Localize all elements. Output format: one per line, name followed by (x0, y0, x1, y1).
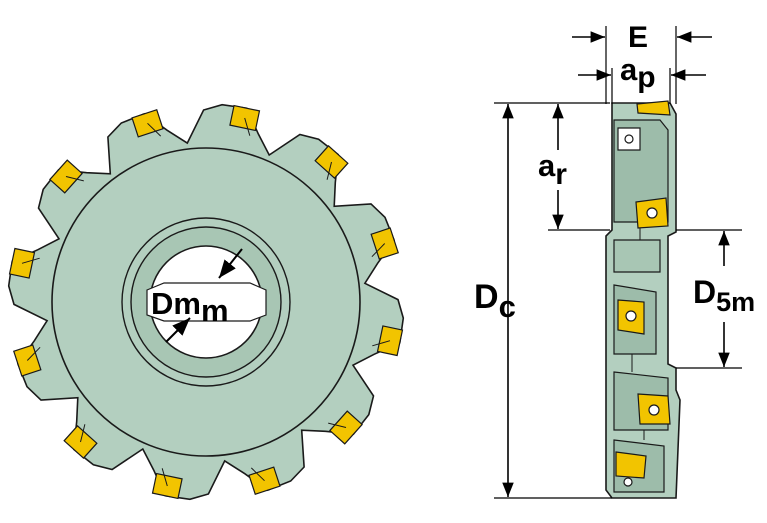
front-insert-edge (21, 257, 40, 264)
d5m-label-main: D (693, 274, 716, 310)
d5m-label: D5m (693, 274, 755, 317)
side-screw-1 (624, 134, 634, 144)
dmm-arrow-top (218, 248, 243, 279)
front-insert-edge (161, 468, 168, 487)
side-insert-5 (615, 451, 647, 479)
front-insert-edge (80, 424, 86, 443)
ap-label-main: a (620, 52, 638, 87)
front-insert-edge (371, 243, 386, 258)
d5m-label-sub: 5m (716, 287, 755, 317)
dc-label: Dc (474, 278, 516, 324)
front-insert-edge (147, 122, 162, 137)
dmm-label-plate (146, 282, 267, 322)
hub-ring-outer (51, 147, 361, 457)
ar-label: ar (538, 148, 567, 191)
side-insert-top (636, 100, 671, 116)
dc-label-sub: c (499, 289, 516, 324)
front-insert-edge (372, 340, 391, 347)
ap-label-sub: p (637, 61, 655, 94)
dmm-label: Dmm (151, 286, 229, 328)
front-inserts (8, 104, 404, 500)
ar-label-sub: r (555, 158, 567, 191)
side-screw-5 (623, 477, 633, 487)
dc-label-main: D (474, 278, 499, 316)
cutter-side-view: E ap ar Dc D5m (474, 21, 755, 499)
front-insert-edge (326, 161, 332, 180)
front-insert-edge (250, 467, 265, 482)
front-insert-edge (65, 176, 84, 182)
ar-label-main: a (538, 148, 556, 183)
ap-label: ap (620, 52, 656, 94)
front-insert-edge (26, 346, 41, 361)
dmm-label-sub: m (201, 293, 229, 328)
dmm-arrow-bottom (165, 317, 191, 343)
front-insert-edge (328, 422, 347, 428)
side-screw-3 (625, 310, 637, 322)
side-screw-2 (646, 207, 658, 219)
side-insert-face-1 (617, 127, 641, 151)
front-insert-edge (244, 117, 251, 136)
side-screw-4 (648, 404, 660, 416)
e-label: E (628, 21, 648, 54)
side-inserts (615, 100, 671, 487)
side-pocket-2 (613, 239, 661, 273)
cutter-front-view: Dmm (7, 103, 405, 501)
dmm-label-main: Dm (151, 286, 201, 321)
